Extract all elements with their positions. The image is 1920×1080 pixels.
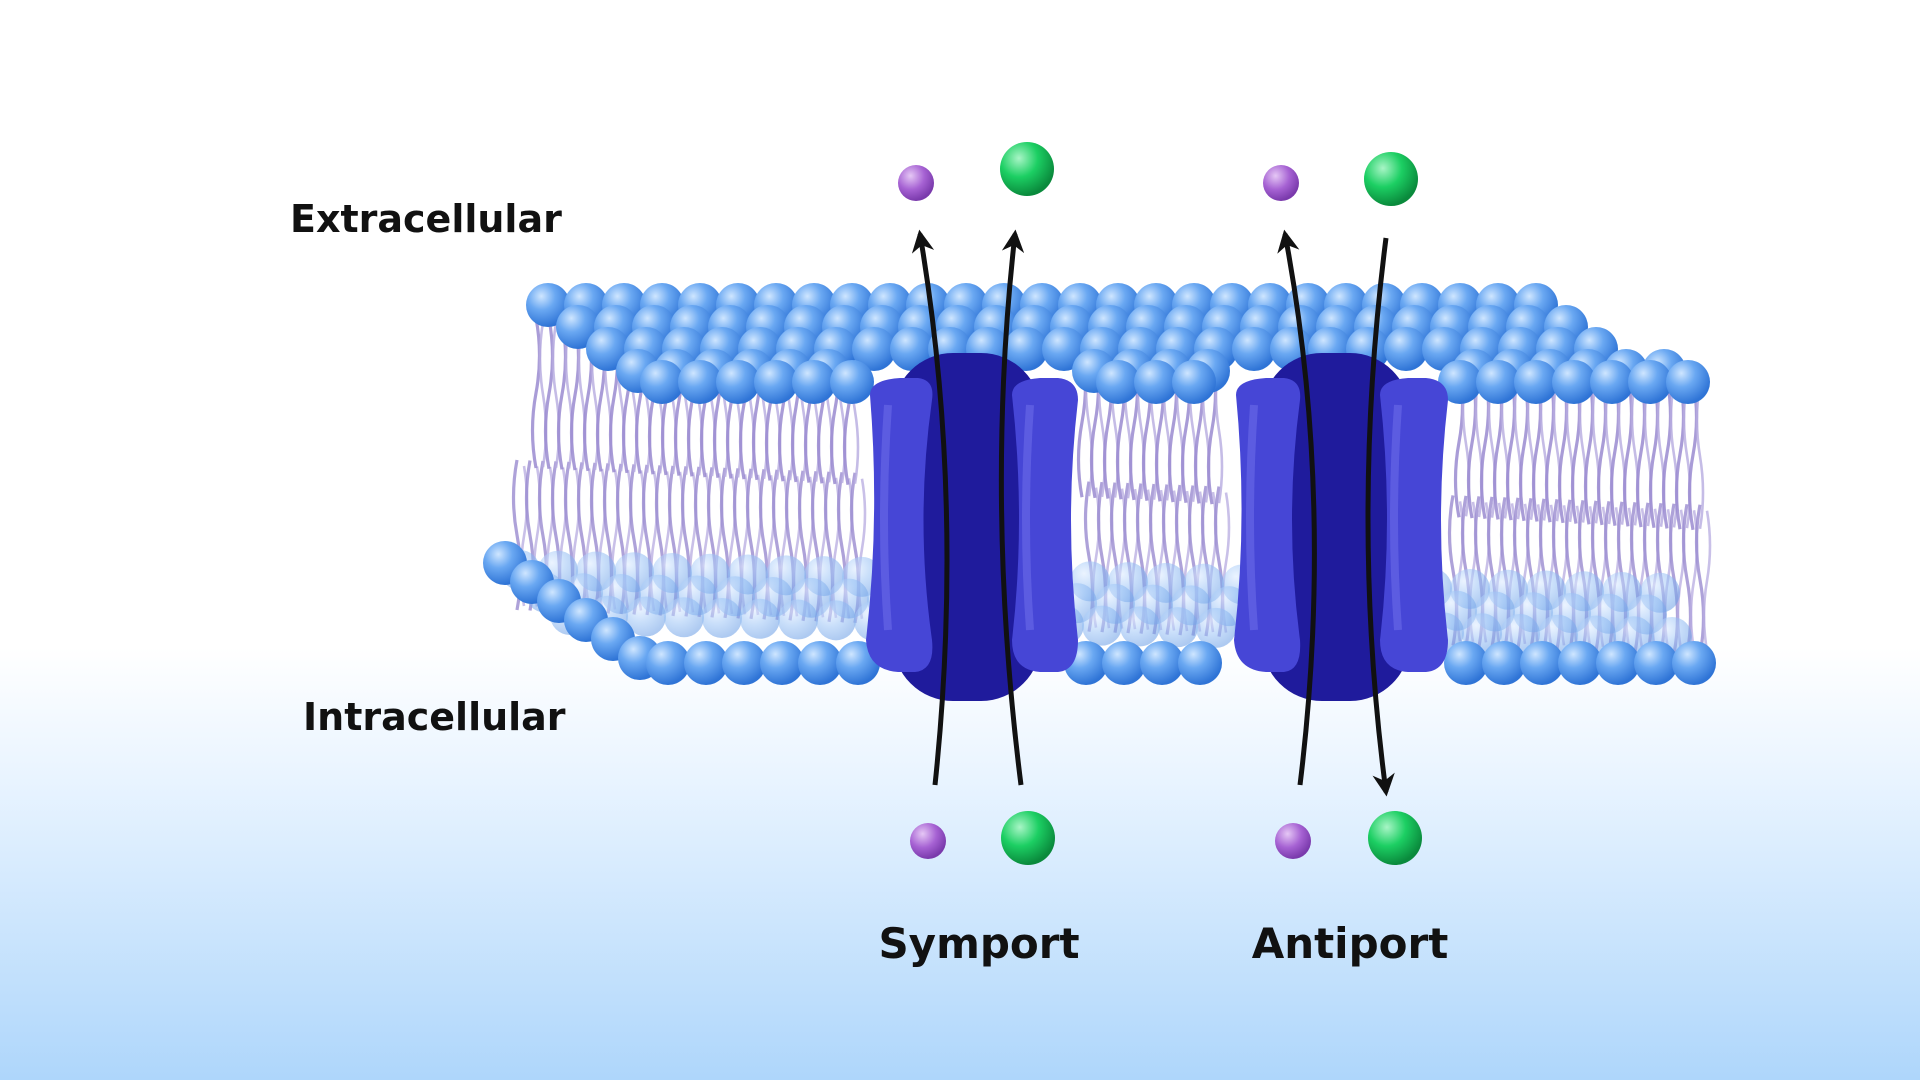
lipid-head	[1384, 327, 1428, 371]
symport-label: Symport	[878, 919, 1079, 968]
lipid-head	[792, 360, 836, 404]
lipid-head	[1590, 360, 1634, 404]
antiport-label: Antiport	[1252, 919, 1449, 968]
small-ion-symport-intracellular	[910, 823, 946, 859]
lipid-head	[1596, 641, 1640, 685]
small-ion-symport-extracellular	[898, 165, 934, 201]
lipid-head	[754, 360, 798, 404]
lipid-head	[1232, 327, 1276, 371]
lipid-head	[716, 360, 760, 404]
lipid-head	[1514, 360, 1558, 404]
symport-transporter	[866, 353, 1078, 701]
lipid-head	[1082, 606, 1122, 646]
lipid-head	[1520, 641, 1564, 685]
lipid-head	[798, 641, 842, 685]
extracellular-label: Extracellular	[290, 197, 562, 241]
lipid-head	[1120, 606, 1160, 646]
lipid-head	[640, 360, 684, 404]
lipid-head	[664, 597, 704, 637]
lipid-head	[1552, 360, 1596, 404]
intracellular-label: Intracellular	[303, 695, 566, 739]
lipid-head	[760, 641, 804, 685]
lipid-head	[816, 600, 856, 640]
lipid-head	[1102, 641, 1146, 685]
lipid-tail	[1704, 511, 1710, 651]
lipid-head	[722, 641, 766, 685]
large-ion-symport-intracellular	[1001, 811, 1055, 865]
lipid-head	[678, 360, 722, 404]
lipid-head	[830, 360, 874, 404]
lipid-head	[1178, 641, 1222, 685]
lipid-head	[740, 599, 780, 639]
lipid-head	[1172, 360, 1216, 404]
lipid-tail	[1664, 378, 1671, 528]
lipid-head	[646, 641, 690, 685]
lipid-head	[778, 600, 818, 640]
lipid-head	[1476, 360, 1520, 404]
lipid-head	[1634, 641, 1678, 685]
large-ion-symport-extracellular	[1000, 142, 1054, 196]
lipid-head	[1628, 360, 1672, 404]
antiport-transporter	[1234, 353, 1448, 701]
lipid-head	[1558, 641, 1602, 685]
lipid-head	[1482, 641, 1526, 685]
large-ion-antiport-extracellular	[1364, 152, 1418, 206]
lipid-head	[1672, 641, 1716, 685]
small-ion-antiport-extracellular	[1263, 165, 1299, 201]
lipid-head	[1096, 360, 1140, 404]
upper-leaflet-heads	[526, 283, 1710, 404]
lipid-tail	[533, 318, 540, 468]
lipid-tail	[546, 319, 553, 469]
lipid-head	[1134, 360, 1178, 404]
lipid-head	[1444, 641, 1488, 685]
lipid-head	[1666, 360, 1710, 404]
lipid-head	[702, 598, 742, 638]
lipid-head	[684, 641, 728, 685]
small-ion-antiport-intracellular	[1275, 823, 1311, 859]
large-ion-antiport-intracellular	[1368, 811, 1422, 865]
lipid-head	[1140, 641, 1184, 685]
